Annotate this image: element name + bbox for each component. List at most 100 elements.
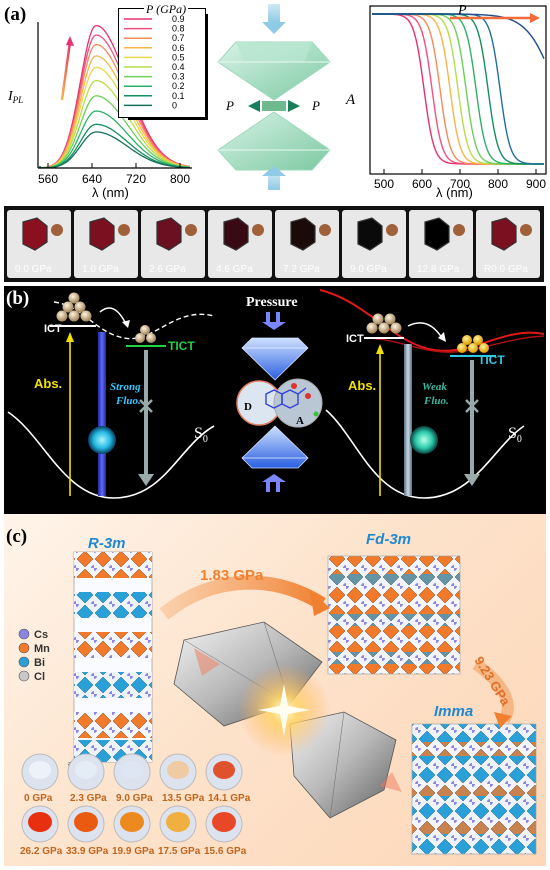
pl-tick-label: 560 xyxy=(38,172,58,186)
crystal-hexagon xyxy=(156,217,182,251)
ruby-marker xyxy=(453,224,465,236)
legend-atom-label: Cl xyxy=(34,671,45,683)
sample-crystal xyxy=(166,812,190,832)
abs-tick-label: 800 xyxy=(488,177,508,191)
ground-state-curve-left xyxy=(7,411,215,499)
top-gem xyxy=(241,337,309,381)
legend-label: 0.8 xyxy=(172,24,185,34)
ruby-marker xyxy=(252,224,264,236)
crystal-hexagon xyxy=(290,217,316,251)
cell-label-right: P xyxy=(311,98,320,113)
sample-pressure-label: 15.6 GPa xyxy=(204,846,247,857)
crystal-hexagon xyxy=(89,217,115,251)
ict-label-left: ICT xyxy=(44,323,62,335)
pressure-label: Pressure xyxy=(246,295,298,310)
right-pressure-arrow xyxy=(288,100,300,112)
abs-label-left: Abs. xyxy=(34,376,62,391)
sample-pressure-label: 9.0 GPa xyxy=(116,793,153,804)
phase-imma-label: Imma xyxy=(434,703,473,720)
pl-tick-label: 720 xyxy=(126,172,146,186)
pl-pressure-arrow xyxy=(60,41,72,101)
mechanism-diagram: ICT TICT Abs. Strong Fluo. S0 Pressure D… xyxy=(7,289,545,499)
cell-label-left: P xyxy=(225,98,234,113)
pl-tick-label: 640 xyxy=(82,172,102,186)
legend-label: 0.3 xyxy=(172,72,185,82)
sample-pressure-label: 2.3 GPa xyxy=(70,793,107,804)
abs-xlabel: λ (nm) xyxy=(436,185,473,200)
donor-label: D xyxy=(244,401,252,413)
legend-atom-label: Cs xyxy=(34,629,48,641)
sample-crystal xyxy=(167,761,189,779)
crystal-hexagon xyxy=(223,217,249,251)
pressure-arrows-bottom xyxy=(262,474,286,492)
sample-pressure-label: 13.5 GPa xyxy=(162,793,205,804)
photo-pressure-label: 4.6 GPa xyxy=(216,264,253,275)
legend-label: 0 xyxy=(172,100,177,110)
ruby-marker xyxy=(386,224,398,236)
pl-curve xyxy=(39,131,191,169)
bottom-gem xyxy=(241,425,309,469)
legend-label: 0.6 xyxy=(172,43,185,53)
bottom-pressure-arrow xyxy=(268,172,280,190)
tict-label-right: TICT xyxy=(478,353,505,367)
sample-crystal xyxy=(28,812,52,832)
panel-c: (c) xyxy=(4,514,546,866)
sample-pressure-label: 14.1 GPa xyxy=(208,793,251,804)
diamond-anvil-cell: P P xyxy=(217,4,331,190)
excited-state-curve-red xyxy=(319,289,545,352)
electron-cluster-left xyxy=(56,292,156,343)
phase-fd3m-label: Fd-3m xyxy=(366,531,411,548)
acceptor-label: A xyxy=(296,415,304,427)
ruby-marker xyxy=(520,224,532,236)
tict-label-left: TICT xyxy=(168,339,195,353)
legend-label: 0.9 xyxy=(172,14,185,24)
molecule xyxy=(265,387,307,409)
panel-c-label: (c) xyxy=(6,526,28,547)
crystal-hexagon xyxy=(424,217,450,251)
sample-crystal xyxy=(74,812,98,832)
photo-pressure-label: 9.0 GPa xyxy=(350,264,387,275)
ruby-marker xyxy=(51,224,63,236)
legend-label: 0.1 xyxy=(172,91,185,101)
strong-fluo-line2: Fluo. xyxy=(115,395,141,407)
panel-a-label: (a) xyxy=(4,4,27,25)
flare-star xyxy=(258,684,310,736)
pl-xlabel: λ (nm) xyxy=(92,185,129,200)
pl-curve xyxy=(39,55,191,169)
photo-pressure-label: 0.0 GPa xyxy=(15,264,52,275)
pl-curve xyxy=(39,66,191,169)
sample-pressure-label: 0 GPa xyxy=(24,793,53,804)
phase-r3m-label: R-3m xyxy=(88,535,126,552)
sample-crystal xyxy=(75,761,97,779)
legend-label: 0.5 xyxy=(172,52,185,62)
photo-pressure-label: 12.8 GPa xyxy=(417,264,460,275)
legend-atom-label: Bi xyxy=(34,657,45,669)
abs-frame xyxy=(369,5,547,175)
abs-tick-label: 500 xyxy=(374,177,394,191)
transition-2-label: 9.23 GPa xyxy=(471,654,513,709)
s0-label-right: S0 xyxy=(508,425,522,445)
fd3m-structure xyxy=(327,555,461,675)
emission-bar-left xyxy=(98,332,106,496)
legend-label: 0.4 xyxy=(172,62,185,72)
panel-b-label: (b) xyxy=(6,288,30,309)
s0-label-left: S0 xyxy=(194,425,208,445)
sample-pressure-label: 26.2 GPa xyxy=(20,846,63,857)
photo-pressure-label: 1.0 GPa xyxy=(82,264,119,275)
sample-pressure-label: 33.9 GPa xyxy=(66,846,109,857)
abs-tick-label: 600 xyxy=(412,177,432,191)
left-pressure-arrow xyxy=(248,100,260,112)
abs-label-right: Abs. xyxy=(348,378,376,393)
panel-b: (b) xyxy=(4,286,546,514)
pl-curve xyxy=(39,110,191,169)
legend-atom-cl xyxy=(18,670,30,682)
legend-atom-cs xyxy=(18,628,30,640)
weak-fluo-line2: Fluo. xyxy=(423,395,449,407)
